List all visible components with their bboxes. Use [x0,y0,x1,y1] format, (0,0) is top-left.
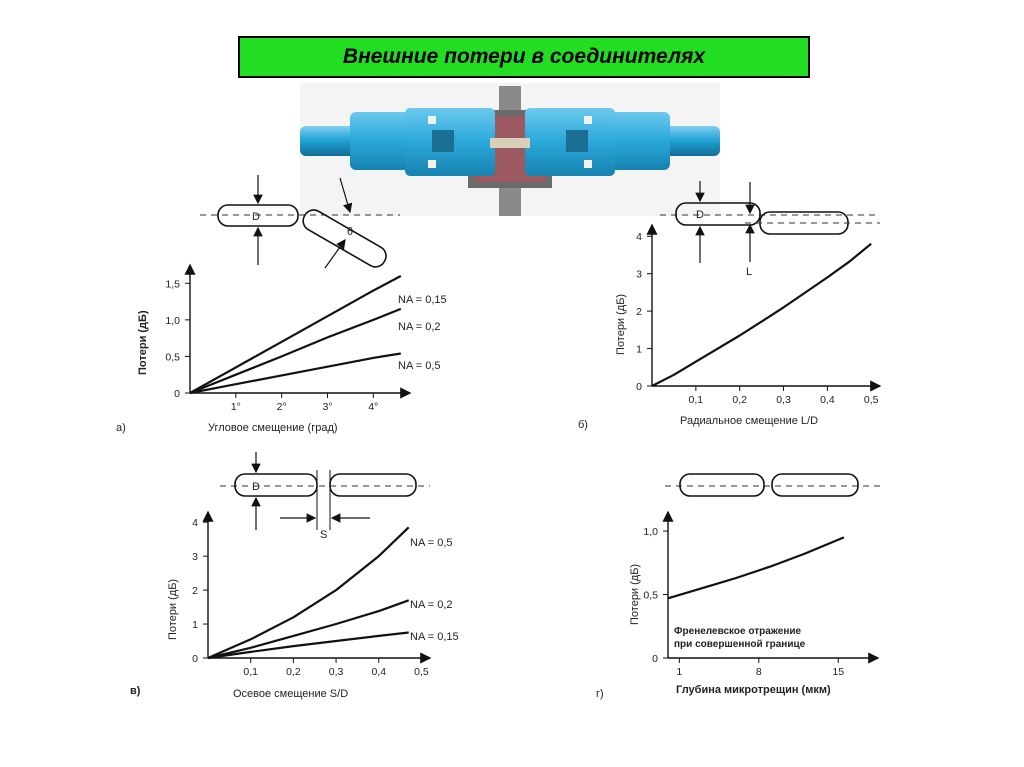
chart-v-series-line-2 [207,631,409,660]
chart-v-xlabel: Осевое смещение S/D [233,688,348,700]
chart-g-ytick-label: 1,0 [643,526,658,538]
chart-a-xtick-label: 2° [277,401,287,413]
chart-b-ytick-label: 1 [636,344,642,356]
chart-v-ytick-label: 0 [192,653,198,665]
chart-v-ytick-label: 1 [192,619,198,631]
chart-g-series-line-0 [667,536,845,600]
chart-b-ytick-label: 3 [636,269,642,281]
diagram-a-label-theta: θ [347,226,353,238]
panel-letter-g: г) [596,688,604,700]
chart-b-ylabel: Потери (дБ) [615,294,627,355]
chart-v-xtick-label: 0,2 [286,666,301,678]
chart-b-xtick-label: 0,2 [732,394,747,406]
chart-a-ytick-label: 0 [174,388,180,400]
chart-a-xtick-label: 1° [231,401,241,413]
chart-a-series-line-2 [189,352,401,395]
chart-b-xlabel: Радиальное смещение L/D [680,415,818,427]
chart-b-xtick-label: 0,1 [689,394,704,406]
diagram-microcracks [665,473,880,497]
diagram-b-label-l: L [746,266,752,278]
chart-a-xtick-label: 4° [368,401,378,413]
chart-v-ylabel: Потери (дБ) [167,579,179,640]
chart-angular-loss: 0 0,5 1,0 1,5 1° 2° 3° 4° NA = 0,15 NA = 0,2 NA = … [165,263,447,413]
chart-a-series-label-1: NA = 0,2 [398,321,441,333]
chart-b-ytick-label: 0 [636,381,642,393]
chart-b-ytick-label: 2 [636,306,642,318]
diagram-axial-offset: D S [220,452,430,541]
diagram-b-label-d: D [696,209,704,221]
chart-a-series-line-0 [189,275,402,394]
chart-g-ytick-label: 0 [652,653,658,665]
chart-v-series-label-1: NA = 0,2 [410,599,453,611]
chart-a-xtick-label: 3° [322,401,332,413]
chart-a-series-line-1 [189,307,402,395]
chart-axial-loss: 0 1 2 3 4 0,1 0,2 0,3 0,4 0,5 NA = 0,5 NA = 0,2 NA =… [192,510,459,678]
chart-b-xtick-label: 0,3 [776,394,791,406]
chart-g-xlabel: Глубина микротрещин (мкм) [676,684,831,696]
chart-g-note-line1: Френелевское отражение [674,626,802,637]
chart-g-note-line2: при совершенной границе [674,639,806,650]
chart-b-series-line-0 [651,242,872,387]
title-banner: Внешние потери в соединителях [238,36,810,78]
chart-a-ytick-label: 0,5 [165,351,180,363]
chart-g-ytick-label: 0,5 [643,590,658,602]
chart-v-ytick-label: 2 [192,585,198,597]
diagram-a-label-d: D [252,211,260,223]
chart-g-xtick-label: 8 [756,666,762,678]
chart-b-ytick-label: 4 [636,231,642,243]
chart-microcrack-loss: 0 0,5 1,0 1 8 15 [643,510,880,678]
chart-v-xtick-label: 0,3 [329,666,344,678]
chart-a-ytick-label: 1,0 [165,315,180,327]
chart-g-xtick-label: 15 [832,666,844,678]
chart-b-xtick-label: 0,4 [820,394,835,406]
panel-letter-a: а) [116,422,126,434]
chart-v-series-line-0 [207,526,410,660]
page-title: Внешние потери в соединителях [342,45,706,68]
chart-a-series-label-2: NA = 0,5 [398,360,441,372]
diagram-angular-offset: D θ [200,175,400,269]
chart-v-ytick-label: 4 [192,517,198,529]
chart-a-ytick-label: 1,5 [165,278,180,290]
chart-v-series-line-1 [207,599,410,660]
chart-a-series-label-0: NA = 0,15 [398,294,447,306]
chart-g-xtick-label: 1 [676,666,682,678]
panel-letter-b: б) [578,419,588,431]
chart-g-ylabel: Потери (дБ) [629,564,641,625]
connector-photo [300,83,720,216]
chart-v-series-label-0: NA = 0,5 [410,537,453,549]
diagram-radial-offset: D L [660,181,880,278]
chart-v-xtick-label: 0,4 [371,666,386,678]
chart-radial-loss: 0 1 2 3 4 0,1 0,2 0,3 0,4 0,5 [636,223,882,406]
chart-v-ytick-label: 3 [192,551,198,563]
chart-a-xlabel: Угловое смещение (град) [208,422,338,434]
chart-a-ylabel: Потери (дБ) [137,310,149,375]
diagram-v-label-s: S [320,529,327,541]
chart-b-xtick-label: 0,5 [864,394,879,406]
panel-letter-v: в) [130,685,141,697]
chart-v-xtick-label: 0,1 [243,666,258,678]
chart-v-xtick-label: 0,5 [414,666,429,678]
chart-v-series-label-2: NA = 0,15 [410,631,459,643]
diagram-v-label-d: D [252,481,260,493]
